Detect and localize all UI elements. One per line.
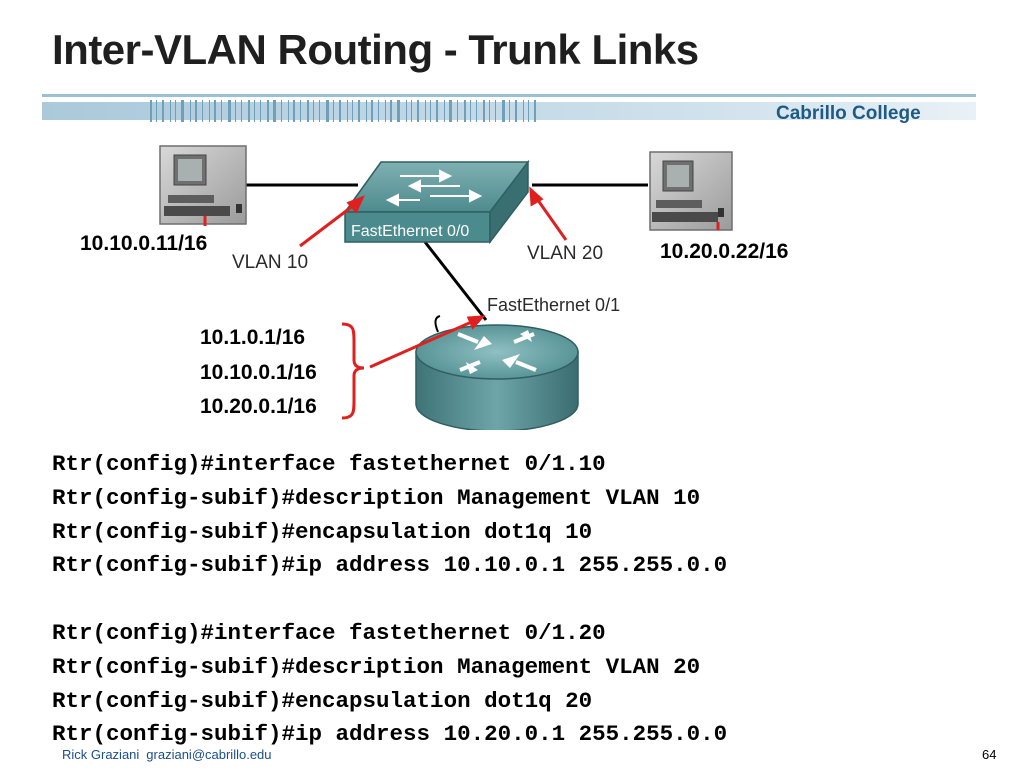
footer-email: graziani@cabrillo.edu: [146, 747, 272, 762]
banner-stripe: [523, 100, 524, 122]
banner-stripe: [489, 100, 490, 122]
banner-stripe: [358, 100, 360, 122]
vlan-left-label: VLAN 10: [232, 252, 309, 273]
config-line: Rtr(config)#interface fastethernet 0/1.2…: [52, 619, 606, 646]
banner-stripe: [339, 100, 341, 122]
header-banner: [42, 94, 976, 122]
banner-stripe: [502, 100, 505, 122]
banner-stripe: [436, 100, 438, 122]
config-line: Rtr(config)#interface fastethernet 0/1.1…: [52, 451, 606, 477]
banner-stripe: [273, 100, 276, 122]
banner-stripe: [378, 100, 379, 122]
banner-stripe: [150, 100, 152, 122]
slide-title: Inter-VLAN Routing - Trunk Links: [52, 26, 699, 73]
config-line: Rtr(config-subif)#ip address 10.20.0.1 2…: [52, 721, 728, 748]
banner-stripe: [293, 100, 295, 122]
banner-stripe: [347, 100, 348, 122]
banner-stripe: [209, 100, 210, 122]
banner-stripe: [228, 100, 231, 122]
banner-stripe: [190, 100, 191, 122]
college-logo-text: Cabrillo College: [776, 103, 921, 124]
banner-stripe: [307, 100, 309, 122]
router-icon: [415, 315, 579, 430]
banner-stripe: [457, 100, 458, 122]
banner-stripe: [333, 100, 334, 122]
router-port-label: FastEthernet 0/1: [487, 295, 621, 315]
red-pointer-arrows: [299, 186, 568, 369]
banner-stripe: [175, 100, 176, 122]
router-ip-3: 10.20.0.1/16: [200, 395, 317, 418]
banner-stripe: [390, 100, 392, 122]
footer-credit: Rick Graziani graziani@cabrillo.edu: [62, 747, 279, 762]
banner-stripe: [181, 100, 184, 122]
banner-stripe: [470, 100, 471, 122]
network-diagram: [159, 145, 733, 430]
banner-stripe: [326, 100, 329, 122]
config-line-blank: [52, 583, 727, 617]
banner-stripe: [397, 100, 400, 122]
banner-stripe: [319, 100, 320, 122]
banner-stripe: [235, 100, 236, 122]
banner-stripe: [449, 100, 452, 122]
footer-author: Rick Graziani: [62, 747, 140, 762]
config-line: Rtr(config-subif)#encapsulation dot1q 20: [52, 687, 593, 714]
banner-stripe: [202, 100, 203, 122]
banner-stripe: [162, 100, 164, 122]
banner-stripe: [313, 100, 314, 122]
banner-stripe: [288, 100, 289, 122]
vlan-right-label: VLAN 20: [527, 243, 604, 264]
banner-stripe: [254, 100, 255, 122]
pc-right-ip-label: 10.20.0.22/16: [660, 240, 789, 263]
banner-stripe: [300, 100, 301, 122]
banner-stripe: [260, 100, 261, 122]
page-number: 64: [982, 747, 997, 762]
banner-stripe: [528, 100, 529, 122]
banner-stripe: [406, 100, 407, 122]
banner-stripe: [417, 100, 419, 122]
pc-left-ip-label: 10.10.0.11/16: [80, 232, 208, 255]
banner-stripe: [483, 100, 485, 122]
banner-stripe: [248, 100, 250, 122]
banner-stripe: [170, 100, 171, 122]
router-ip-1: 10.1.0.1/16: [200, 326, 306, 349]
banner-stripe: [214, 100, 216, 122]
banner-stripe: [425, 100, 426, 122]
switch-port-label: FastEthernet 0/0: [351, 223, 470, 240]
pc-right-icon: [649, 151, 733, 231]
config-line: Rtr(config-subif)#encapsulation dot1q 10: [52, 518, 593, 545]
banner-stripe: [476, 100, 477, 122]
network-links: [246, 183, 648, 321]
banner-stripe: [444, 100, 445, 122]
banner-stripe: [509, 100, 510, 122]
banner-stripe: [221, 100, 222, 122]
banner-stripe: [534, 100, 536, 122]
switch-icon: [343, 159, 530, 245]
banner-stripe: [281, 100, 282, 122]
banner-stripe: [385, 100, 386, 122]
config-line: Rtr(config-subif)#description Management…: [52, 653, 701, 680]
router-config-commands: Rtr(config)#interface fastethernet 0/1.1…: [52, 448, 727, 752]
banner-stripe: [352, 100, 353, 122]
router-ip-2: 10.10.0.1/16: [200, 361, 317, 384]
banner-stripe: [430, 100, 431, 122]
banner-stripe: [156, 100, 157, 122]
banner-stripe: [195, 100, 197, 122]
pc-left-icon: [159, 145, 247, 226]
banner-stripe: [241, 100, 242, 122]
banner-stripe: [464, 100, 466, 122]
banner-stripe: [267, 100, 269, 122]
banner-stripe: [366, 100, 367, 122]
config-line: Rtr(config-subif)#ip address 10.10.0.1 2…: [52, 552, 728, 579]
ip-bracket: [341, 322, 365, 420]
banner-stripe: [495, 100, 496, 122]
banner-stripe: [371, 100, 373, 122]
banner-stripe: [515, 100, 517, 122]
config-line: Rtr(config-subif)#description Management…: [52, 484, 701, 511]
banner-stripe: [411, 100, 412, 122]
